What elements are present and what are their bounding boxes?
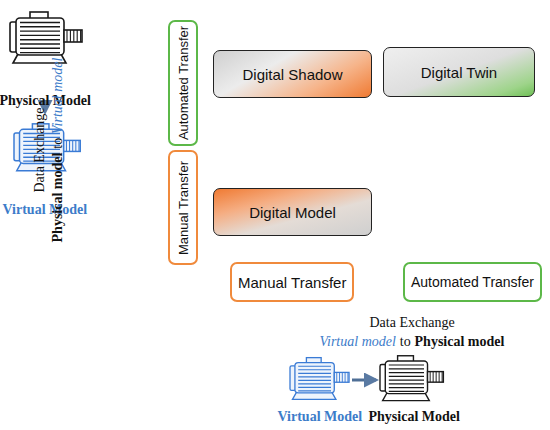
node-label: Digital Model xyxy=(249,204,336,221)
caption-text: to xyxy=(400,334,411,349)
caption-text: Data Exchange xyxy=(31,107,46,192)
transfer-box: Manual Transfer xyxy=(230,262,354,302)
model-name: Physical Model xyxy=(369,409,460,424)
physical-motor-icon xyxy=(10,12,82,63)
concept-box: Digital Model xyxy=(213,188,372,236)
physical-motor-icon xyxy=(380,356,443,401)
label-line: Physical Model xyxy=(369,407,460,425)
label-line: Virtual Model xyxy=(3,200,88,218)
caption-text: to xyxy=(50,138,65,149)
node-label: Digital Twin xyxy=(421,64,497,81)
caption-text: Virtual model xyxy=(320,334,396,349)
virtual-motor-icon xyxy=(14,124,80,171)
node-label: Automated Transfer xyxy=(411,274,534,290)
node-label: Automated Transfer xyxy=(176,26,191,140)
model-name: Physical model xyxy=(50,153,65,243)
caption-text: Virtual model xyxy=(50,58,65,134)
transfer-arrow xyxy=(352,379,376,382)
node-label: Manual Transfer xyxy=(176,161,191,255)
caption-text: Data Exchange xyxy=(370,315,455,330)
label-line: Data Exchange xyxy=(29,107,47,192)
concept-box: Digital Shadow xyxy=(213,50,372,98)
label-line: Virtual Model xyxy=(278,407,363,425)
label-line: Virtual model to Physical model xyxy=(320,332,505,350)
node-label: Manual Transfer xyxy=(238,274,346,291)
model-name: Physical model xyxy=(415,334,505,349)
model-name: Virtual Model xyxy=(278,409,363,424)
node-label: Digital Shadow xyxy=(242,66,342,83)
transfer-box: Automated Transfer xyxy=(403,262,542,302)
label-line: Data Exchange xyxy=(370,313,455,331)
transfer-band: Automated Transfer xyxy=(168,20,198,146)
label-line: Physical Model xyxy=(0,91,91,109)
model-name: Virtual Model xyxy=(3,202,88,217)
virtual-motor-icon xyxy=(290,358,349,400)
concept-box: Digital Twin xyxy=(383,47,535,97)
label-line: Physical model to Virtual model xyxy=(48,58,66,243)
model-name: Physical Model xyxy=(0,93,91,108)
transfer-band: Manual Transfer xyxy=(168,150,198,265)
